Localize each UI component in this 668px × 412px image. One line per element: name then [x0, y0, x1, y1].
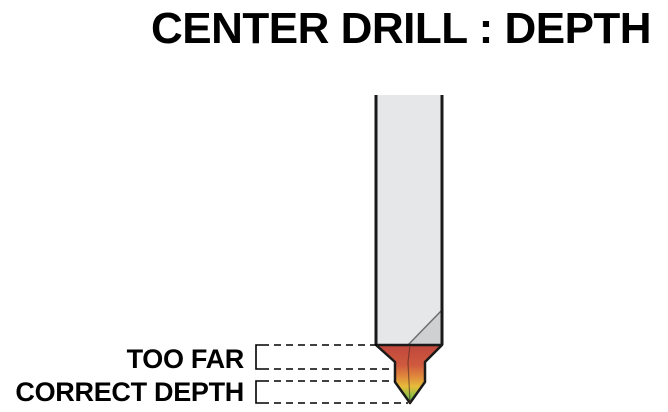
too-far-label: TOO FAR	[126, 344, 245, 374]
correct-depth-label: CORRECT DEPTH	[15, 377, 244, 407]
page-title: CENTER DRILL : DEPTH	[151, 4, 652, 53]
drill-shank	[374, 95, 444, 346]
depth-guides	[262, 344, 408, 404]
depth-brackets	[255, 344, 262, 404]
drill-tip	[374, 343, 444, 405]
